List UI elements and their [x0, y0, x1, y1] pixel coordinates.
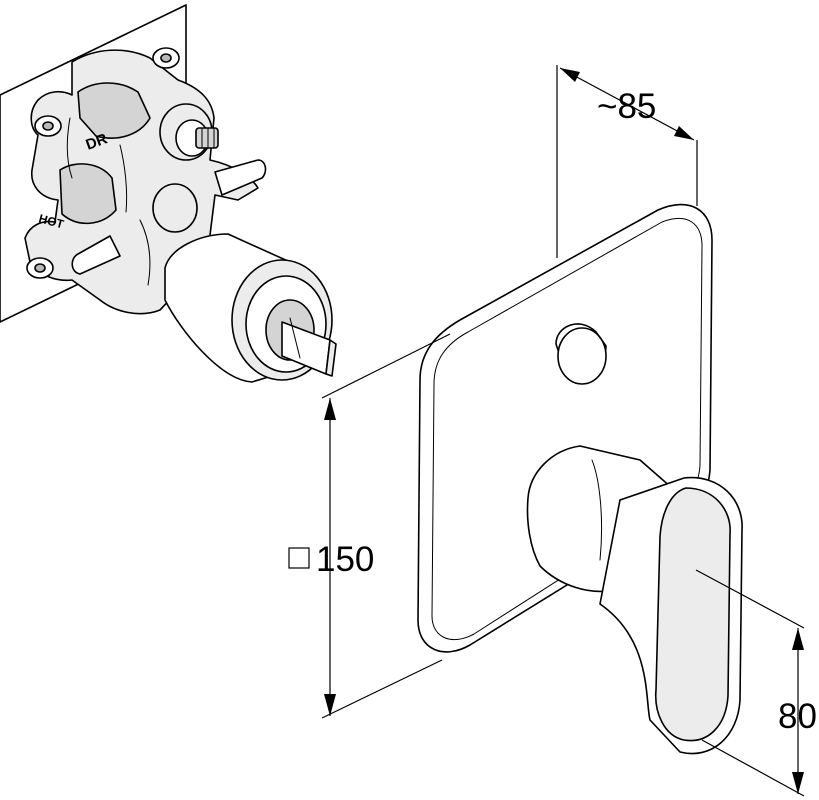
square-size-symbol — [288, 547, 310, 569]
depth-dimension-label: ~85 — [597, 87, 656, 126]
dimension-handle: 80 — [695, 569, 817, 797]
valve-cartridge — [164, 233, 337, 383]
diverter-button — [555, 323, 607, 385]
dimension-plate-size: 150 — [288, 333, 451, 719]
hot-marking: HOT — [37, 211, 66, 231]
diverter-marking: DR — [84, 130, 110, 153]
dimension-depth: ~85 — [556, 65, 698, 258]
plate-size-dimension-label: 150 — [316, 540, 374, 579]
handle-dimension-label: 80 — [778, 697, 817, 736]
lever-handle — [526, 445, 743, 755]
